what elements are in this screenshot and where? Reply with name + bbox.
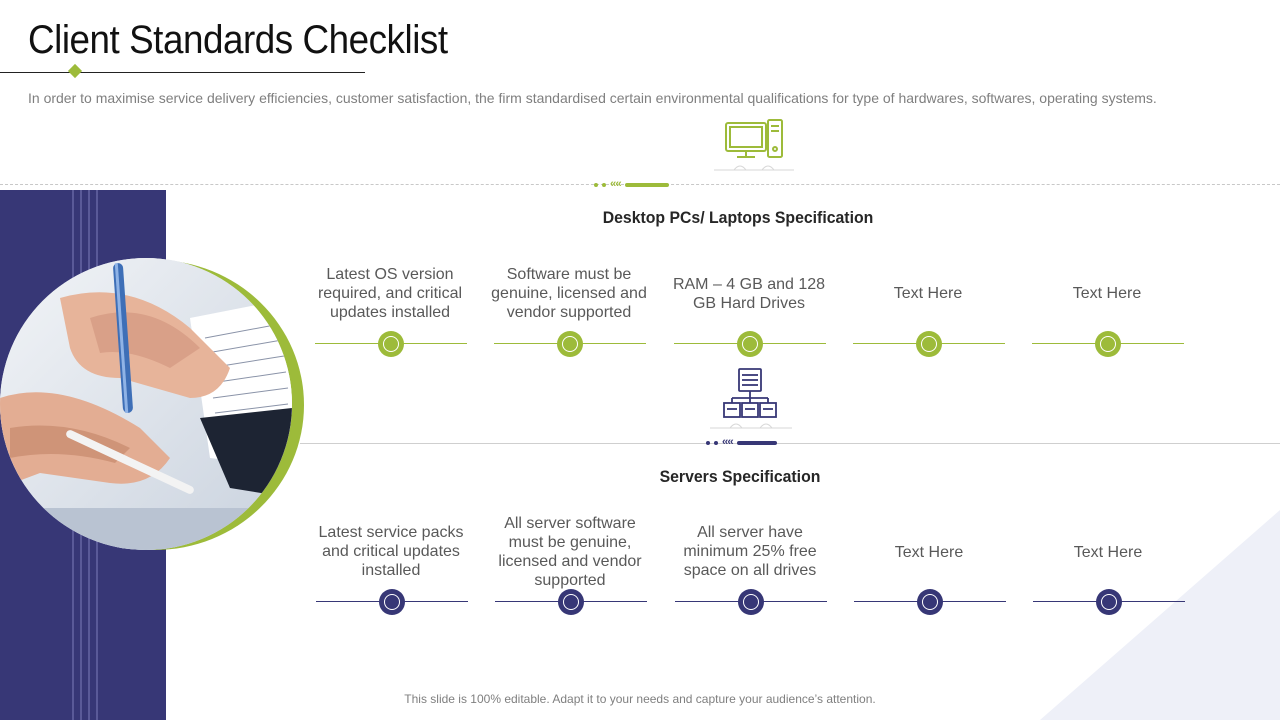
item-text: Text Here <box>1073 544 1143 561</box>
item-text: Latest OS version required, and critical… <box>317 266 463 321</box>
server-network-icon <box>708 366 794 432</box>
check-dot-icon <box>738 589 764 615</box>
corner-triangle-decoration <box>1040 510 1280 720</box>
item-text: Text Here <box>893 285 963 302</box>
servers-section-heading: Servers Specification <box>659 467 821 486</box>
title-underline <box>0 72 365 73</box>
marker-dot <box>594 182 598 187</box>
check-dot-icon <box>1095 331 1121 357</box>
section-marker-green: ‹‹‹‹ <box>594 179 669 190</box>
item-text: All server have minimum 25% free space o… <box>683 524 817 579</box>
check-dot-icon <box>737 331 763 357</box>
chevrons-left-icon: ‹‹‹‹ <box>722 436 734 448</box>
desktop-computer-icon <box>712 116 796 176</box>
page-subtitle: In order to maximise service delivery ef… <box>28 90 1157 106</box>
title-diamond-marker <box>67 63 83 79</box>
check-dot-icon <box>379 589 405 615</box>
marker-dot <box>706 440 710 445</box>
check-dot-icon <box>917 589 943 615</box>
section-marker-navy: ‹‹‹‹ <box>706 437 777 448</box>
marker-bar <box>736 440 777 445</box>
item-text: RAM – 4 GB and 128 GB Hard Drives <box>672 276 826 312</box>
marker-bar <box>624 182 669 187</box>
item-text: Text Here <box>1072 285 1142 302</box>
handshake-document-pen-photo <box>0 258 292 550</box>
chevrons-left-icon: ‹‹‹‹ <box>610 178 622 190</box>
item-text: All server software must be genuine, lic… <box>498 515 642 589</box>
footer-note: This slide is 100% editable. Adapt it to… <box>404 692 876 706</box>
marker-dot <box>602 182 606 187</box>
item-text: Latest service packs and critical update… <box>318 524 464 579</box>
check-dot-icon <box>378 331 404 357</box>
page-title: Client Standards Checklist <box>28 18 448 62</box>
check-dot-icon <box>557 331 583 357</box>
check-dot-icon <box>1096 589 1122 615</box>
check-dot-icon <box>916 331 942 357</box>
check-dot-icon <box>558 589 584 615</box>
item-text: Text Here <box>894 544 964 561</box>
item-text: Software must be genuine, licensed and v… <box>491 266 647 321</box>
desktop-section-heading: Desktop PCs/ Laptops Specification <box>602 208 874 227</box>
middle-separator <box>300 443 1280 444</box>
marker-dot <box>714 440 718 445</box>
